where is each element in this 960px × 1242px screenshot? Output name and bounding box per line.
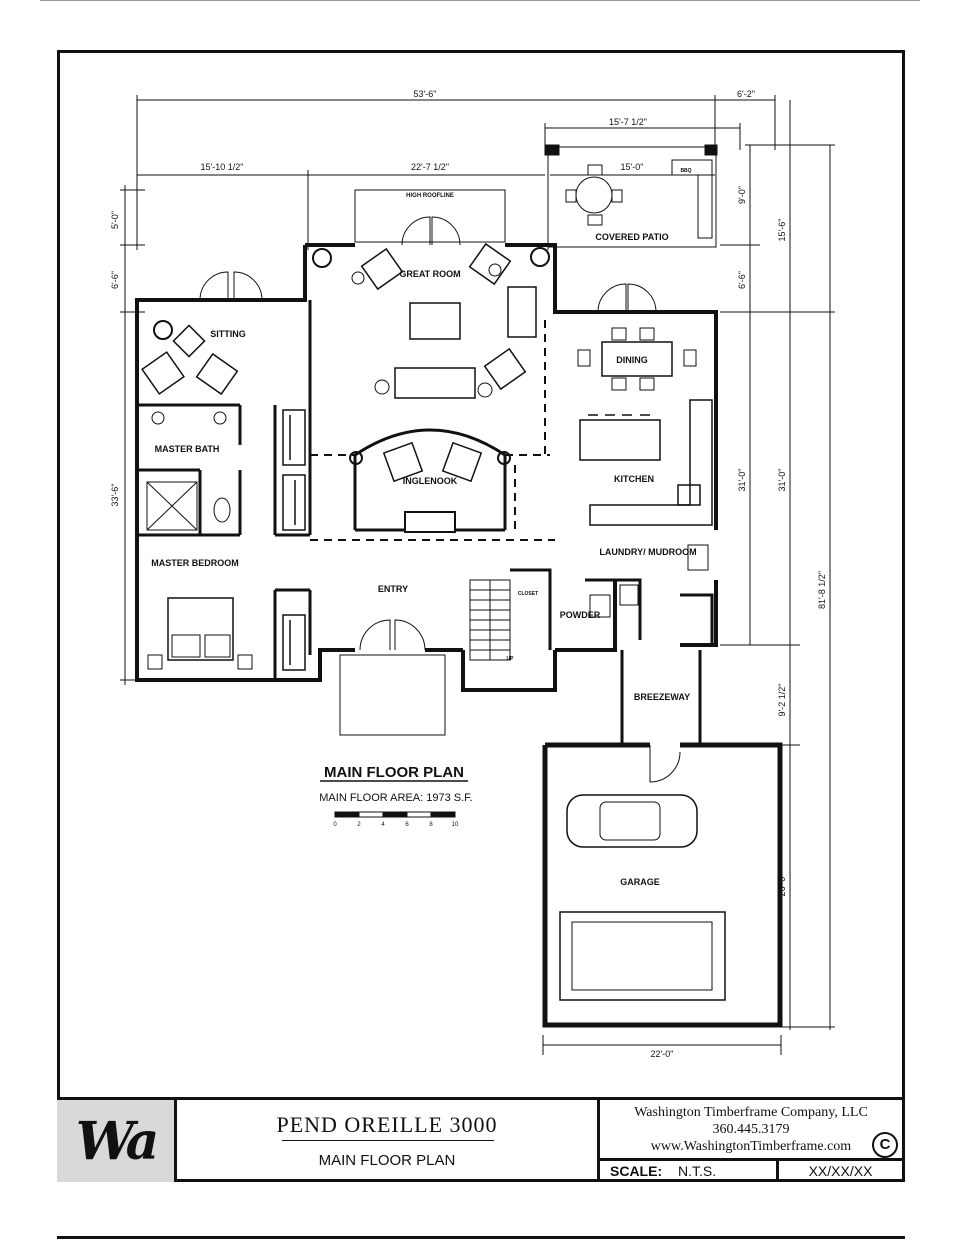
dim-center-width: 22'-7 1/2" <box>411 162 449 172</box>
dim-right-patio-a: 9'-0" <box>737 186 747 204</box>
page-bottom-rule <box>57 1236 905 1239</box>
wall-west <box>135 245 307 682</box>
dim-left-main: 33'-6" <box>110 484 120 507</box>
scale-tick-label: 2 <box>357 822 361 828</box>
label-breezeway: BREEZEWAY <box>634 692 690 702</box>
label-laundry: LAUNDRY/ MUDROOM <box>599 547 696 557</box>
dim-left-second: 6'-6" <box>110 271 120 289</box>
label-dining: DINING <box>616 355 648 365</box>
company-website: www.WashingtonTimberframe.com <box>650 1139 852 1154</box>
label-inglenook: INGLENOOK <box>403 476 458 486</box>
project-name: PEND OREILLE 3000 <box>276 1112 498 1137</box>
label-master-bath: MASTER BATH <box>155 444 220 454</box>
label-stairs-up: UP <box>507 656 515 662</box>
plan-heading: MAIN FLOOR PLAN <box>324 764 464 781</box>
drawing-sheet-border <box>57 50 905 1182</box>
label-covered-patio: COVERED PATIO <box>595 232 668 242</box>
scale-label: SCALE: <box>610 1163 663 1179</box>
label-kitchen: KITCHEN <box>614 474 654 484</box>
label-garage: GARAGE <box>620 877 660 887</box>
dim-garage-depth: 26'-0" <box>777 874 787 897</box>
dim-patio-inner: 15'-0" <box>621 162 644 172</box>
dim-right-patio-b: 6'-6" <box>737 271 747 289</box>
company-logo: Wa <box>57 1100 177 1182</box>
title-block: Wa PEND OREILLE 3000 MAIN FLOOR PLAN Was… <box>57 1097 905 1182</box>
drawing-date: XX/XX/XX <box>776 1161 902 1182</box>
company-phone: 360.445.3179 <box>712 1122 790 1137</box>
scale-tick-label: 8 <box>429 822 433 828</box>
label-sitting: SITTING <box>210 329 246 339</box>
label-grill: BBQ <box>680 168 691 174</box>
garage-walls <box>542 742 783 1028</box>
label-entry: ENTRY <box>378 584 408 594</box>
label-powder: POWDER <box>560 610 601 620</box>
dim-right-offset: 6'-2" <box>737 89 755 99</box>
dim-right-top: 15'-6" <box>777 219 787 242</box>
plan-area: MAIN FLOOR AREA: 1973 S.F. <box>319 792 472 804</box>
dim-left-top: 5'-0" <box>110 211 120 229</box>
dim-right-house-outer: 31'-0" <box>777 469 787 492</box>
scale-tick-label: 10 <box>452 822 459 828</box>
dim-garage-width: 22'-0" <box>651 1049 674 1059</box>
label-high-roofline: HIGH ROOFLINE <box>406 193 454 199</box>
dim-right-house: 31'-0" <box>737 469 747 492</box>
project-rule <box>282 1140 494 1141</box>
label-great-room: GREAT ROOM <box>399 269 460 279</box>
dim-overall-width: 53'-6" <box>414 89 437 99</box>
page-top-rule <box>40 0 920 1</box>
dim-right-total: 81'-8 1/2" <box>817 571 827 609</box>
project-info: PEND OREILLE 3000 MAIN FLOOR PLAN <box>177 1100 600 1182</box>
drawing-title: MAIN FLOOR PLAN <box>318 1152 456 1169</box>
scale-row: SCALE: N.T.S. XX/XX/XX <box>600 1158 902 1182</box>
company-info: Washington Timberframe Company, LLC 360.… <box>600 1100 902 1158</box>
label-master-bedroom: MASTER BEDROOM <box>151 558 239 568</box>
copyright-icon: C <box>872 1132 898 1158</box>
dim-left-width: 15'-10 1/2" <box>201 162 244 172</box>
dim-patio-width: 15'-7 1/2" <box>609 117 647 127</box>
scale-tick-label: 4 <box>381 822 385 828</box>
scale-tick-label: 6 <box>405 822 409 828</box>
scale-tick-label: 0 <box>333 822 337 828</box>
label-closet: CLOSET <box>518 591 538 597</box>
scale-value: N.T.S. <box>678 1163 717 1179</box>
dim-right-breezeway: 9'-2 1/2" <box>777 684 787 717</box>
logo-text: Wa <box>75 1110 160 1172</box>
company-name: Washington Timberframe Company, LLC <box>634 1105 868 1120</box>
